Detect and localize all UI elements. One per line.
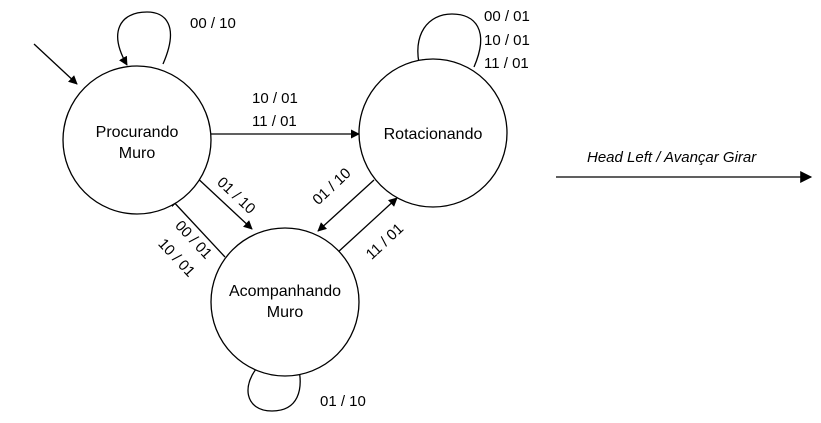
transition-label: 01 / 10: [320, 393, 366, 410]
state-label: Procurando: [96, 124, 179, 141]
state-label: Rotacionando: [384, 126, 483, 143]
self-loop-acompanhando: [247, 362, 305, 412]
edge-acompanhando-to-procurando: [169, 197, 226, 258]
edge-rotacionando-to-acompanhando: [317, 179, 375, 232]
state-rotacionando: Rotacionando: [358, 58, 508, 208]
edge-acompanhando-to-rotacionando: [336, 197, 398, 254]
state-procurando-muro: Procurando Muro: [62, 65, 212, 215]
transition-label: 00 / 10: [190, 15, 236, 32]
transition-label: 01 / 10: [213, 174, 258, 218]
self-loop-rotacionando: [413, 13, 482, 69]
initial-arrow: [33, 43, 78, 85]
transition-label: 01 / 10: [309, 165, 354, 209]
self-loop-procurando: [117, 11, 172, 66]
edge-procurando-to-acompanhando: [192, 173, 253, 230]
state-label: Muro: [267, 304, 304, 321]
legend-label: Head Left / Avançar Girar: [587, 149, 757, 166]
transition-label: 10 / 01: [484, 32, 530, 49]
state-label: Acompanhando: [229, 283, 341, 300]
state-acompanhando-muro: Acompanhando Muro: [210, 227, 360, 377]
transition-label: 11 / 01: [484, 55, 529, 72]
transition-label: 11 / 01: [252, 113, 297, 130]
state-label: Muro: [119, 145, 156, 162]
transition-label: 11 / 01: [363, 220, 407, 263]
transition-label: 00 / 01: [484, 8, 530, 25]
transition-label: 10 / 01: [252, 90, 298, 107]
